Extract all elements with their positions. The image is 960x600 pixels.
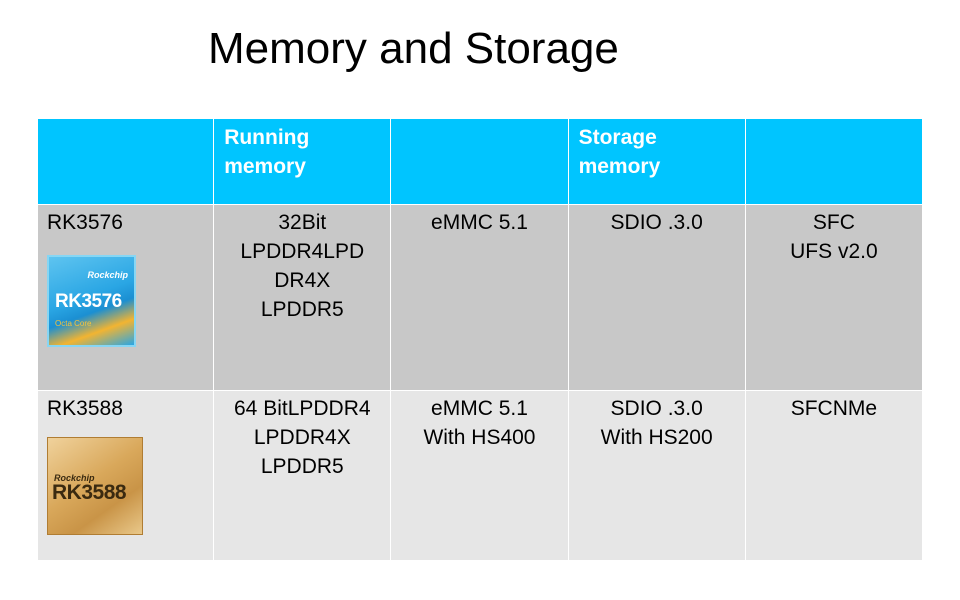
cell-emmc: eMMC 5.1 With HS400 <box>390 390 569 561</box>
cell-running-memory: 32Bit LPDDR4LPD DR4X LPDDR5 <box>213 204 392 391</box>
cell-text: 64 BitLPDDR4 <box>234 397 371 420</box>
cell-sdio: SDIO .3.0 <box>567 204 746 391</box>
table-row: RK3588 Rockchip RK3588 64 BitLPDDR4 LPDD… <box>36 390 924 561</box>
header-cell-empty <box>36 118 215 205</box>
chip-name: RK3576 <box>47 211 123 234</box>
cell-text: With HS200 <box>600 426 713 449</box>
header-text: memory <box>224 155 306 178</box>
chip-cell-rk3576: RK3576 Rockchip RK3576 Octa Core <box>36 204 215 391</box>
header-text: Running <box>224 126 310 149</box>
header-cell-empty <box>390 118 569 205</box>
cell-text: eMMC 5.1 <box>431 211 528 234</box>
chip-brand: Rockchip <box>54 473 95 483</box>
table-row: RK3576 Rockchip RK3576 Octa Core 32Bit L… <box>36 204 924 391</box>
chip-model: RK3576 <box>55 291 122 312</box>
cell-text: LPDDR4X <box>253 426 351 449</box>
cell-text: LPDDR5 <box>260 298 344 321</box>
cell-other-storage: SFC UFS v2.0 <box>744 204 924 391</box>
header-cell-empty <box>744 118 924 205</box>
cell-text: SFCNMe <box>790 397 878 420</box>
cell-text: SFC <box>812 211 855 234</box>
cell-text: 32Bit <box>278 211 327 234</box>
rk3576-chip-icon: Rockchip RK3576 Octa Core <box>47 255 136 347</box>
table-header-row: Running memory Storage memory <box>36 118 924 205</box>
cell-sdio: SDIO .3.0 With HS200 <box>567 390 746 561</box>
chip-model: RK3588 <box>52 481 127 504</box>
cell-text: With HS400 <box>423 426 536 449</box>
cell-text: LPDDR4LPD <box>240 240 365 263</box>
cell-text: eMMC 5.1 <box>431 397 528 420</box>
header-text: memory <box>578 155 661 178</box>
cell-text: LPDDR5 <box>260 455 344 478</box>
cell-text: SDIO .3.0 <box>610 211 703 234</box>
header-cell-storage-memory: Storage memory <box>567 118 746 205</box>
chip-name: RK3588 <box>47 397 123 420</box>
header-text: Storage <box>578 126 657 149</box>
rk3588-chip-icon: Rockchip RK3588 <box>47 437 143 535</box>
cell-emmc: eMMC 5.1 <box>390 204 569 391</box>
chip-cell-rk3588: RK3588 Rockchip RK3588 <box>36 390 215 561</box>
cell-other-storage: SFCNMe <box>744 390 924 561</box>
header-cell-running-memory: Running memory <box>213 118 392 205</box>
cell-text: SDIO .3.0 <box>610 397 703 420</box>
chip-brand: Rockchip <box>87 270 128 280</box>
chip-sub: Octa Core <box>55 319 92 328</box>
cell-text: DR4X <box>274 269 331 292</box>
cell-running-memory: 64 BitLPDDR4 LPDDR4X LPDDR5 <box>213 390 392 561</box>
cell-text: UFS v2.0 <box>790 240 878 263</box>
memory-storage-table: Running memory Storage memory RK3576 Roc… <box>36 118 924 561</box>
page-title: Memory and Storage <box>208 24 619 73</box>
